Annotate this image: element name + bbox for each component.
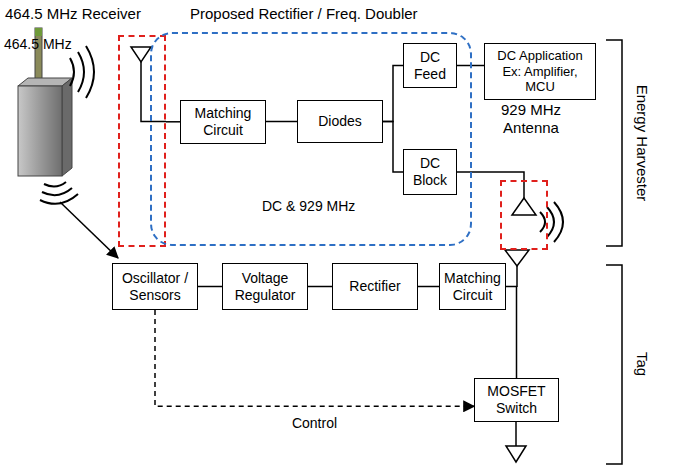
process-box: DC Feed xyxy=(403,43,457,88)
wave xyxy=(547,207,554,237)
connector xyxy=(198,286,222,288)
signal-label: DC & 929 MHz xyxy=(262,198,355,215)
group-label: Tag xyxy=(633,352,651,376)
wave xyxy=(42,188,72,195)
connector xyxy=(418,286,439,288)
receiver-region: 464.5 MHz Receiver xyxy=(118,35,166,247)
process-box: Rectifier xyxy=(332,263,418,310)
group-label: Energy Harvester xyxy=(633,85,651,202)
transmitter-body xyxy=(18,86,62,176)
antenna-symbol xyxy=(512,198,536,215)
connector xyxy=(457,172,524,180)
process-box: Matching Circuit xyxy=(180,100,266,144)
box-text: Rectifier xyxy=(349,278,400,295)
antenna-symbol xyxy=(131,47,151,62)
wave xyxy=(86,46,94,98)
control-arrow xyxy=(155,310,474,406)
box-text: DC Application xyxy=(497,48,582,64)
ground-symbol xyxy=(506,420,526,462)
box-text: MOSFET Switch xyxy=(478,383,555,417)
box-text: Voltage Regulator xyxy=(226,270,304,304)
box-text: Matching Circuit xyxy=(184,105,262,139)
transmitter-side xyxy=(62,78,72,176)
box-text: Oscillator / Sensors xyxy=(116,270,194,304)
wave xyxy=(554,202,563,242)
antenna-wire xyxy=(523,180,525,198)
ground-triangle xyxy=(506,446,526,462)
frequency-label: 464.5 MHz xyxy=(4,36,72,53)
box-text: Diodes xyxy=(318,113,362,130)
connector xyxy=(383,122,403,173)
tx-antenna xyxy=(512,180,536,215)
antenna-wire xyxy=(141,62,166,122)
signal-arrow xyxy=(60,202,118,258)
wave xyxy=(40,194,78,204)
wave xyxy=(540,212,545,232)
process-box: Matching Circuit xyxy=(439,263,506,310)
rod-tip xyxy=(35,28,42,36)
wave xyxy=(44,182,66,187)
bracket xyxy=(606,265,622,464)
process-box: Diodes xyxy=(297,100,383,143)
box-text: Matching Circuit xyxy=(443,270,502,304)
switch-box: MOSFET Switch xyxy=(474,378,559,422)
wave xyxy=(70,58,74,86)
box-text: DC Block xyxy=(407,155,453,189)
bracket xyxy=(606,40,622,246)
tag-antenna xyxy=(505,250,529,287)
connector xyxy=(166,121,180,123)
antenna-region: 929 MHz Antenna xyxy=(500,180,548,250)
application-box: DC ApplicationEx: Amplifier, MCU xyxy=(484,43,596,100)
edge-label: Control xyxy=(290,415,339,432)
wave xyxy=(78,52,84,92)
antenna-symbol xyxy=(505,250,529,266)
region-heading: Proposed Rectifier / Freq. Doubler xyxy=(188,5,420,23)
antenna-wire xyxy=(516,266,518,287)
box-text: Ex: Amplifier, MCU xyxy=(488,64,592,95)
receiver-antenna xyxy=(131,47,166,122)
region-heading: 464.5 MHz Receiver xyxy=(3,5,143,23)
box-text: DC Feed xyxy=(407,49,453,83)
connector xyxy=(506,287,517,379)
ground-wire xyxy=(515,420,517,446)
connector xyxy=(308,286,332,288)
process-box: Voltage Regulator xyxy=(222,263,308,310)
process-box: DC Block xyxy=(403,149,457,195)
process-box: Oscillator / Sensors xyxy=(112,263,198,310)
region-heading: 929 MHz Antenna xyxy=(494,101,568,137)
connector xyxy=(383,66,403,122)
connector xyxy=(266,121,297,123)
